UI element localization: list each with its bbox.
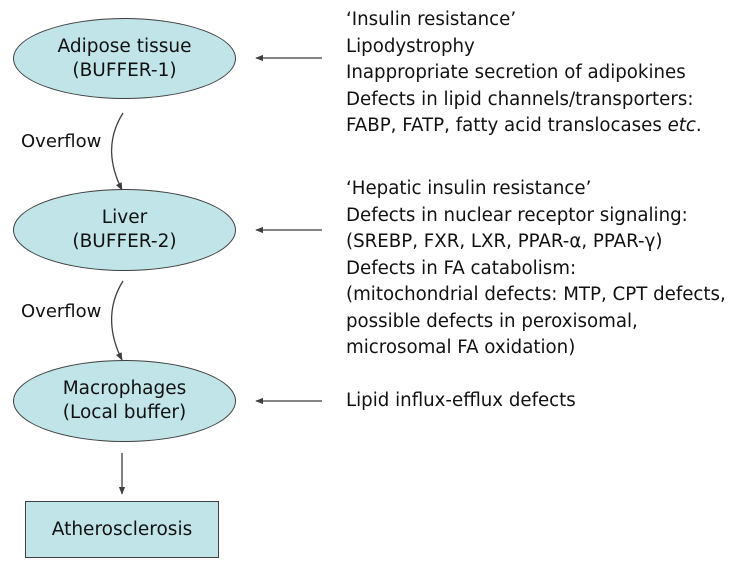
liver-sublabel: (BUFFER-2) — [72, 231, 177, 252]
liver-defect-line: Defects in nuclear receptor signaling: — [346, 204, 688, 226]
overflow-label-2: Overflow — [21, 301, 102, 322]
overflow-arrow-1 — [110, 112, 124, 191]
adipose-tissue-label: Adipose tissue — [57, 35, 192, 57]
adipose-tissue-node: Adipose tissue (BUFFER-1) — [13, 18, 236, 99]
macrophages-defects-text: Lipid influx-efflux defects — [346, 388, 576, 415]
adipose-defect-line-transporters: FABP, FATP, fatty acid translocases etc. — [346, 113, 702, 140]
macrophages-node: Macrophages (Local buffer) — [13, 360, 236, 442]
adipose-defect-line: Lipodystrophy — [346, 35, 475, 57]
macrophages-defect-line: Lipid influx-efflux defects — [346, 390, 576, 411]
adipose-defect-line: Inappropriate secretion of adipokines — [346, 62, 686, 83]
liver-defect-line: possible defects in peroxisomal, — [346, 310, 638, 332]
liver-defect-line: microsomal FA oxidation) — [346, 337, 576, 358]
macrophages-sublabel: (Local buffer) — [62, 402, 187, 423]
overflow-arrow-2 — [110, 280, 124, 361]
liver-defect-line: (SREBP, FXR, LXR, PPAR-α, PPAR-γ) — [346, 231, 663, 252]
overflow-label-1: Overflow — [21, 131, 102, 152]
liver-node: Liver (BUFFER-2) — [13, 189, 236, 271]
adipose-tissue-sublabel: (BUFFER-1) — [72, 59, 177, 81]
adipose-defect-line-prefix: FABP, FATP, fatty acid translocases — [346, 115, 668, 136]
adipose-defect-line-etc: etc — [667, 115, 696, 136]
adipose-defect-line: Defects in lipid channels/transporters: — [346, 88, 694, 110]
macrophages-label: Macrophages — [62, 378, 187, 399]
adipose-defect-line: ‘Insulin resistance’ — [346, 9, 517, 30]
liver-defect-line: ‘Hepatic insulin resistance’ — [346, 178, 592, 199]
atherosclerosis-label: Atherosclerosis — [51, 519, 193, 540]
liver-label: Liver — [101, 207, 148, 228]
liver-defects-text: ‘Hepatic insulin resistance’ Defects in … — [346, 176, 726, 362]
atherosclerosis-box: Atherosclerosis — [25, 501, 219, 558]
liver-defect-line: (mitochondrial defects: MTP, CPT defects… — [346, 284, 726, 305]
adipose-defect-line-suffix: . — [695, 115, 702, 136]
liver-defect-line: Defects in FA catabolism: — [346, 257, 577, 279]
adipose-defects-text: ‘Insulin resistance’ Lipodystrophy Inapp… — [346, 7, 702, 140]
